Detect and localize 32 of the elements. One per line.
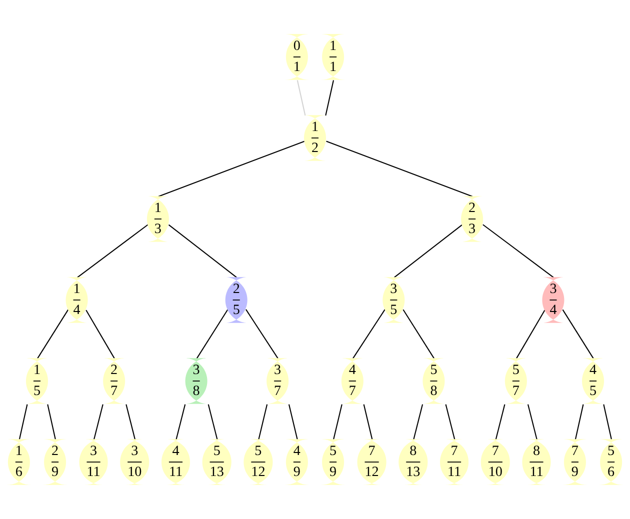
connector bbox=[325, 80, 334, 116]
connector bbox=[168, 224, 238, 278]
connector bbox=[394, 224, 462, 278]
connector bbox=[196, 309, 228, 359]
connector bbox=[93, 404, 104, 440]
connector bbox=[527, 404, 538, 440]
connector bbox=[482, 224, 554, 278]
connector bbox=[288, 404, 298, 440]
connector bbox=[76, 224, 148, 278]
connector bbox=[574, 404, 584, 440]
connector bbox=[208, 404, 218, 440]
connector bbox=[363, 404, 373, 440]
connector bbox=[332, 404, 342, 440]
connector bbox=[176, 404, 186, 440]
connector bbox=[516, 310, 546, 359]
connector bbox=[296, 80, 306, 116]
connector bbox=[36, 309, 69, 359]
connector bbox=[413, 404, 424, 440]
connector bbox=[158, 140, 305, 198]
connector bbox=[445, 404, 456, 440]
connector bbox=[258, 404, 268, 440]
connector bbox=[495, 404, 506, 440]
connector bbox=[246, 309, 278, 359]
connector bbox=[402, 309, 435, 359]
connector bbox=[326, 140, 473, 198]
connector bbox=[18, 404, 28, 440]
connector bbox=[86, 310, 115, 359]
connector bbox=[603, 404, 612, 440]
connector bbox=[562, 309, 594, 359]
connector bbox=[352, 309, 386, 359]
connector bbox=[126, 404, 136, 440]
connector bbox=[47, 404, 56, 440]
